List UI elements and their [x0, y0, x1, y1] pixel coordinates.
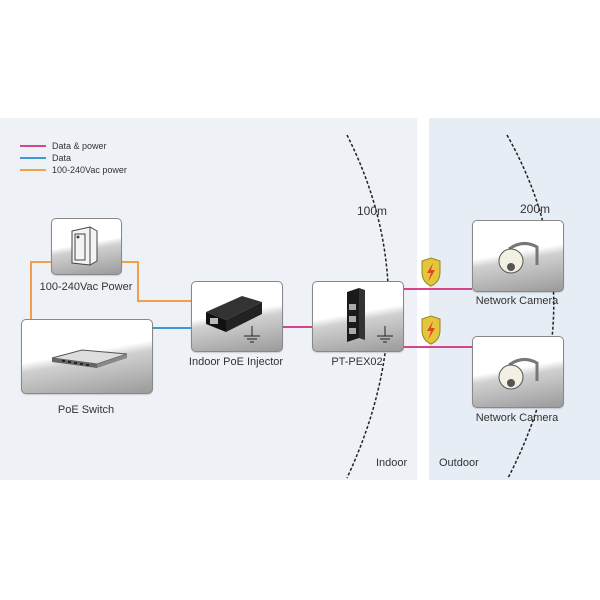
surge-protector-icon	[421, 257, 441, 287]
distance-label-100m: 100m	[357, 204, 388, 218]
indoor-label: Indoor	[376, 457, 408, 469]
range-arc-200m	[506, 134, 555, 479]
poe-extender-device	[312, 281, 404, 352]
legend-item: Data & power	[20, 140, 127, 152]
power-supply-icon	[71, 226, 98, 266]
legend-swatch	[20, 169, 46, 171]
legend-label: 100-240Vac power	[52, 165, 127, 175]
network-camera-device	[472, 336, 564, 408]
ac-power-line-injector	[120, 261, 192, 302]
network-camera-label: Network Camera	[475, 295, 559, 307]
poe-extender-icon	[347, 288, 393, 343]
legend-item: Data	[20, 152, 127, 164]
poe-switch-device	[21, 319, 153, 394]
legend: Data & power Data 100-240Vac power	[20, 140, 127, 176]
legend-item: 100-240Vac power	[20, 164, 127, 176]
poe-injector-icon	[206, 296, 262, 343]
ac-power-line-switch	[30, 261, 52, 320]
power-supply-label: 100-240Vac Power	[39, 281, 133, 293]
ptz-camera-icon	[498, 358, 539, 390]
legend-label: Data & power	[52, 141, 107, 151]
poe-switch-label: PoE Switch	[57, 404, 115, 416]
legend-swatch	[20, 145, 46, 147]
network-camera-device	[472, 220, 564, 292]
network-camera-label: Network Camera	[475, 412, 559, 424]
outdoor-label: Outdoor	[439, 457, 479, 469]
poe-injector-device	[191, 281, 283, 352]
ptz-camera-icon	[498, 242, 539, 274]
surge-protector-icon	[421, 315, 441, 345]
outdoor-zone	[429, 118, 600, 480]
poe-switch-icon	[51, 349, 128, 368]
legend-label: Data	[52, 153, 72, 163]
poe-injector-label: Indoor PoE Injector	[188, 356, 284, 368]
power-supply-device	[51, 218, 122, 275]
legend-swatch	[20, 157, 46, 159]
poe-extender-label: PT-PEX02	[331, 356, 383, 368]
distance-label-200m: 200m	[520, 202, 551, 216]
